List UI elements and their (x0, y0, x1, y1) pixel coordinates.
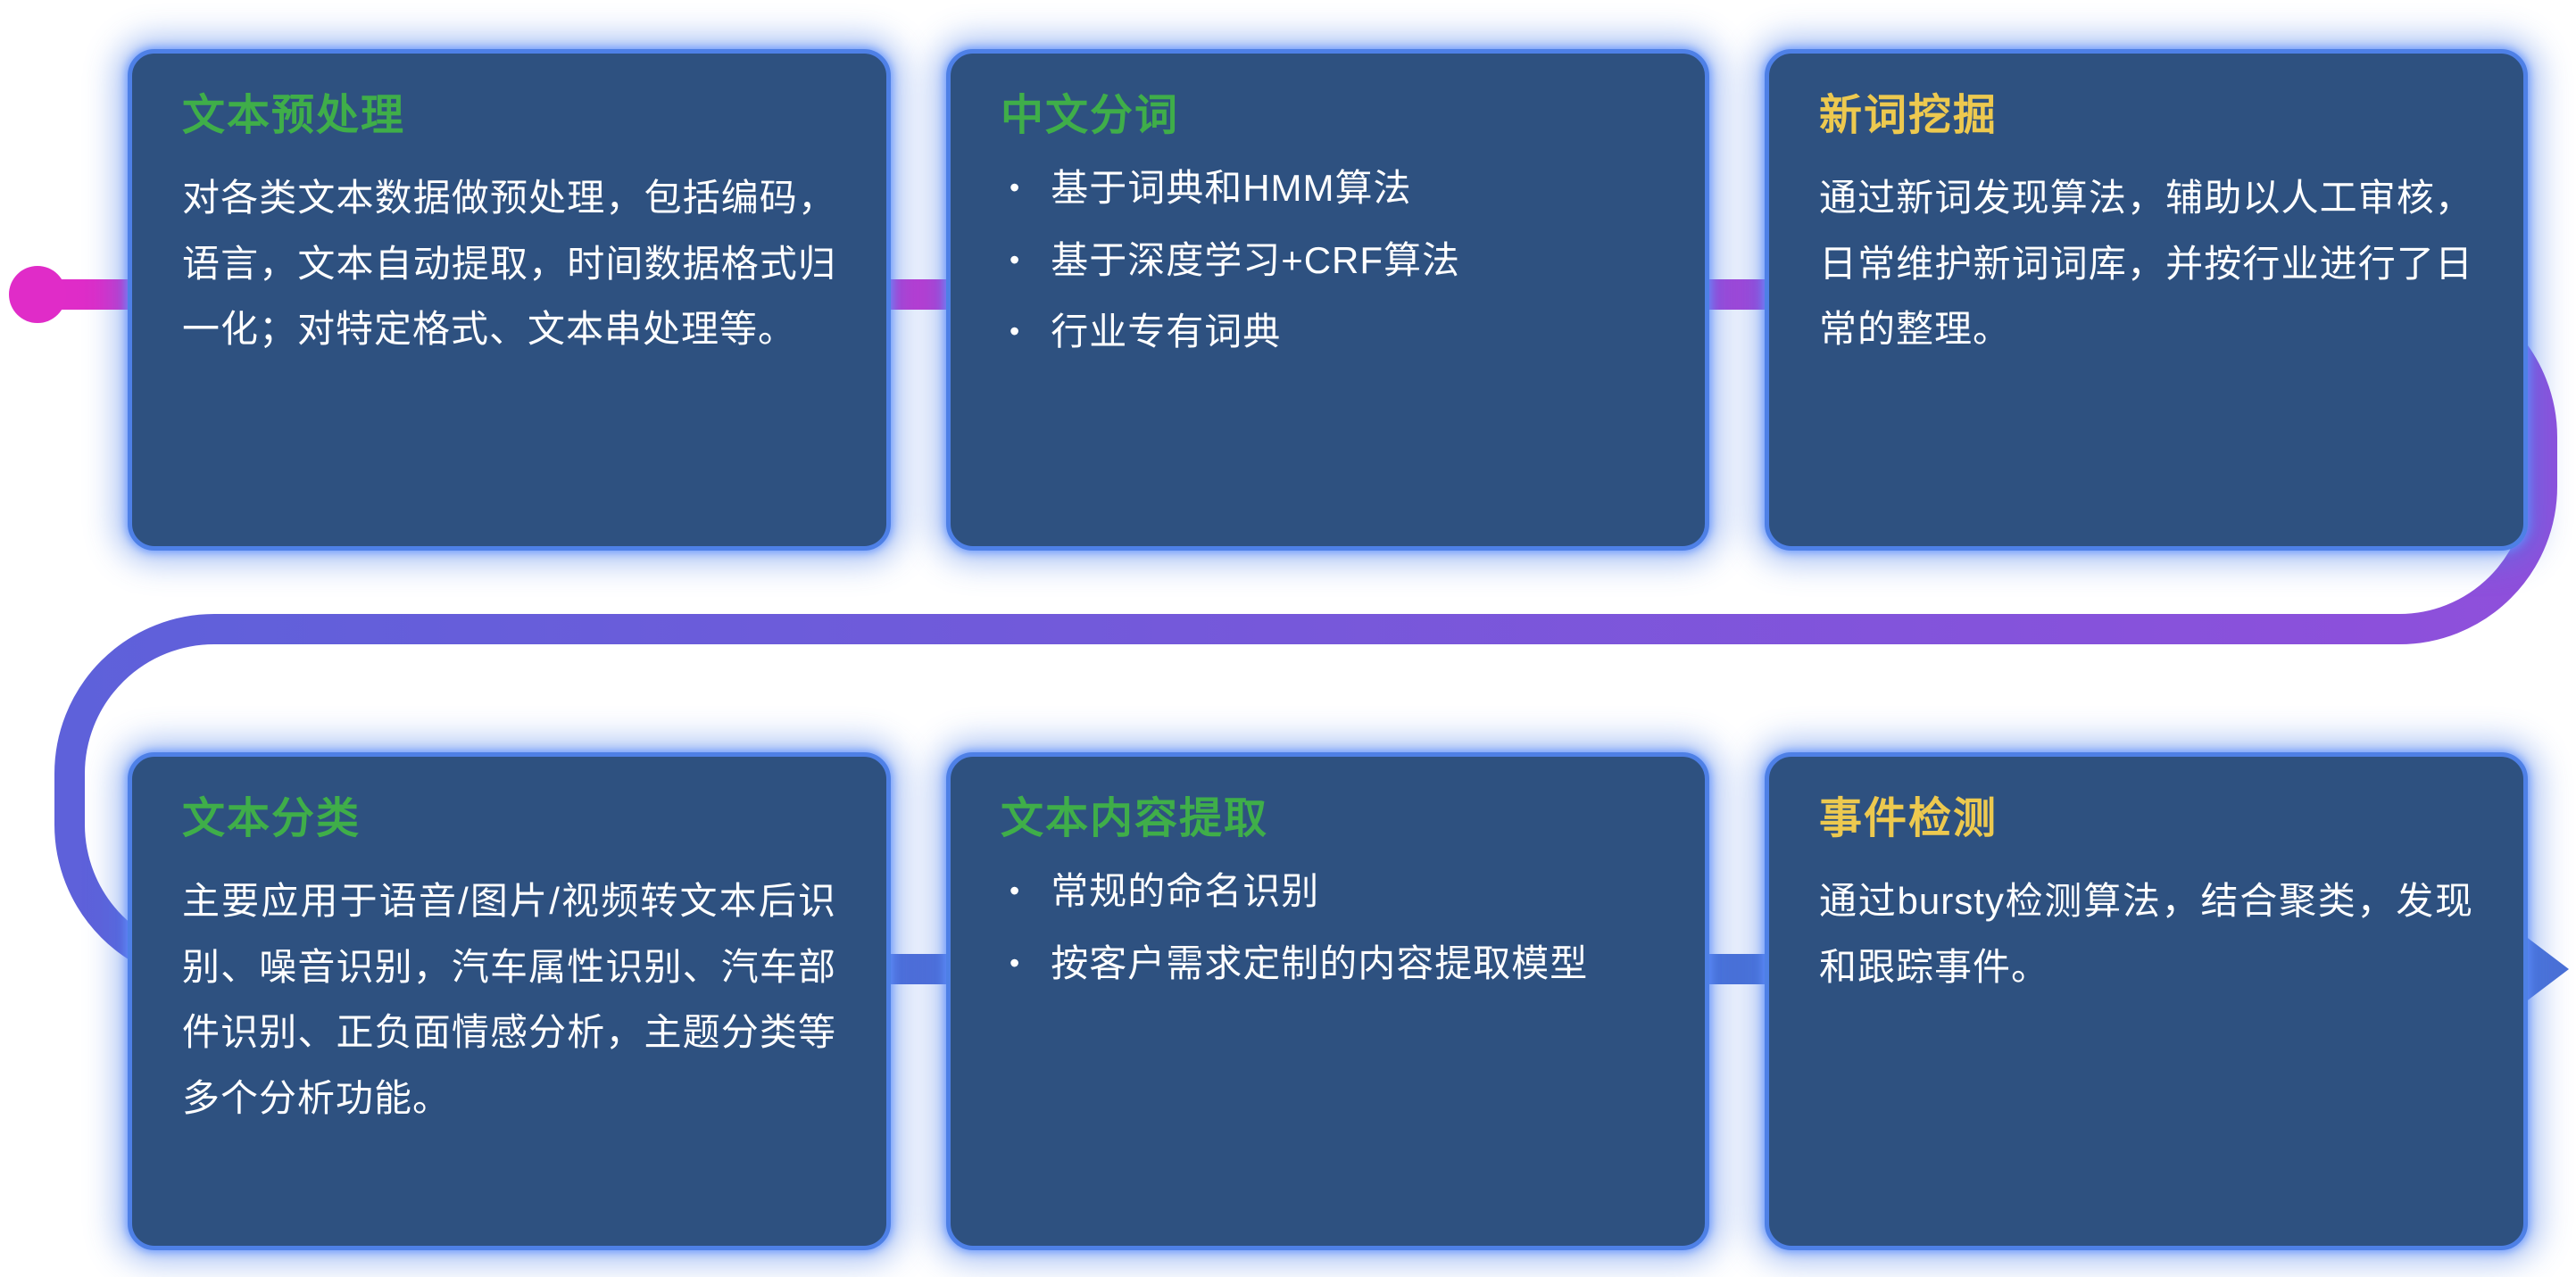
bullet-icon: • (1010, 946, 1021, 979)
bullet-text: 基于深度学习+CRF算法 (1051, 238, 1461, 281)
card-title-text-preprocessing: 文本预处理 (182, 92, 406, 139)
card-body-text-preprocessing: 对各类文本数据做预处理，包括编码，语言，文本自动提取，时间数据格式归一化；对特定… (182, 177, 836, 351)
bullet-text: 行业专有词典 (1051, 311, 1282, 353)
card-body-text-classification: 主要应用于语音/图片/视频转文本后识别、噪音识别，汽车属性识别、汽车部件识别、正… (182, 880, 836, 1119)
bullet-list-text-content-extraction: • 常规的命名识别 • 按客户需求定制的内容提取模型 (1001, 868, 1655, 987)
bullet-icon: • (1010, 243, 1021, 276)
bullet-list-chinese-word-segmentation: • 基于词典和HMM算法 • 基于深度学习+CRF算法 • 行业专有词典 (1001, 165, 1655, 356)
bullet-text: 基于词典和HMM算法 (1051, 167, 1412, 210)
bullet-icon: • (1010, 315, 1021, 348)
flow-start-dot-icon (9, 266, 66, 323)
bullet-item: • 基于深度学习+CRF算法 (1010, 237, 1655, 285)
bullet-icon: • (1010, 171, 1021, 204)
card-title-chinese-word-segmentation: 中文分词 (1001, 92, 1180, 139)
flow-segment-middle (54, 437, 2557, 775)
bullet-item: • 行业专有词典 (1010, 309, 1655, 356)
card-title-event-detection: 事件检测 (1819, 795, 1998, 842)
card-text-preprocessing: 文本预处理 对各类文本数据做预处理，包括编码，语言，文本自动提取，时间数据格式归… (128, 49, 891, 551)
card-new-word-mining: 新词挖掘 通过新词发现算法，辅助以人工审核，日常维护新词词库，并按行业进行了日常… (1765, 49, 2528, 551)
card-title-text-classification: 文本分类 (182, 795, 361, 842)
bullet-item: • 按客户需求定制的内容提取模型 (1010, 941, 1655, 988)
bullet-text: 按客户需求定制的内容提取模型 (1051, 941, 1589, 984)
card-body-new-word-mining: 通过新词发现算法，辅助以人工审核，日常维护新词词库，并按行业进行了日常的整理。 (1819, 177, 2473, 351)
card-chinese-word-segmentation: 中文分词 • 基于词典和HMM算法 • 基于深度学习+CRF算法 • 行业专有词… (946, 49, 1709, 551)
bullet-text: 常规的命名识别 (1051, 870, 1320, 913)
card-event-detection: 事件检测 通过bursty检测算法，结合聚类，发现和跟踪事件。 (1765, 752, 2528, 1250)
bullet-item: • 基于词典和HMM算法 (1010, 165, 1655, 212)
card-text-content-extraction: 文本内容提取 • 常规的命名识别 • 按客户需求定制的内容提取模型 (946, 752, 1709, 1250)
card-title-new-word-mining: 新词挖掘 (1819, 92, 1998, 139)
card-body-event-detection: 通过bursty检测算法，结合聚类，发现和跟踪事件。 (1819, 880, 2473, 988)
card-text-classification: 文本分类 主要应用于语音/图片/视频转文本后识别、噪音识别，汽车属性识别、汽车部… (128, 752, 891, 1250)
bullet-icon: • (1010, 875, 1021, 908)
bullet-item: • 常规的命名识别 (1010, 868, 1655, 916)
card-title-text-content-extraction: 文本内容提取 (1001, 795, 1269, 842)
